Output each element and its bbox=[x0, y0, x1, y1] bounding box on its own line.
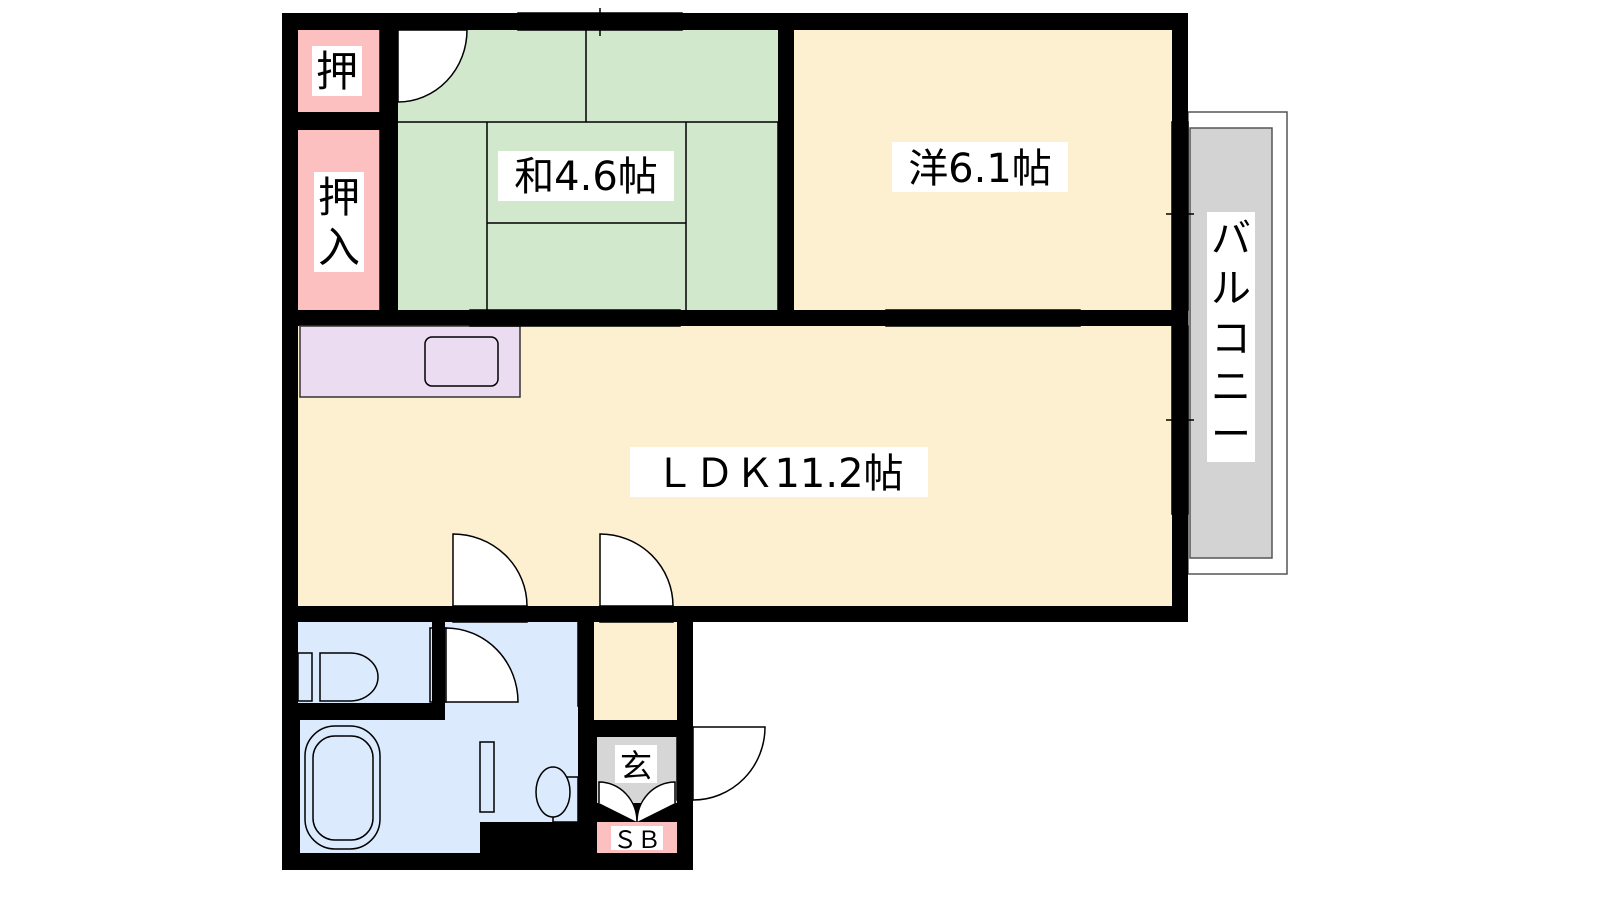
door-swing-icon bbox=[452, 533, 528, 607]
ldk-label: ＬＤＫ11.2帖 bbox=[654, 451, 903, 497]
entrance-label: 玄 bbox=[620, 747, 652, 785]
shoe-cabinet-doors-icon bbox=[598, 781, 676, 823]
bathtub-icon bbox=[304, 725, 381, 850]
svg-text:ニ: ニ bbox=[1211, 364, 1251, 410]
closet-top-label: 押 bbox=[316, 47, 358, 96]
svg-text:バ: バ bbox=[1211, 216, 1251, 262]
sliding-door-japanese-ldk[interactable] bbox=[469, 309, 681, 327]
balcony bbox=[1187, 111, 1288, 575]
bathroom bbox=[300, 720, 480, 853]
closet-side-label-2: 入 bbox=[318, 223, 360, 272]
bath-door bbox=[479, 741, 495, 813]
svg-text:ー: ー bbox=[1211, 412, 1251, 458]
sink-icon bbox=[424, 336, 499, 387]
window-balcony-western[interactable] bbox=[1171, 121, 1189, 311]
door-swing-icon bbox=[445, 627, 519, 703]
kitchen-counter bbox=[299, 325, 521, 398]
door-swing-icon bbox=[397, 29, 468, 103]
closet-side-label-1: 押 bbox=[318, 173, 360, 222]
svg-text:ル: ル bbox=[1211, 266, 1251, 312]
sliding-door-western-ldk[interactable] bbox=[885, 309, 1081, 327]
toilet-icon bbox=[297, 652, 379, 702]
hallway bbox=[594, 622, 677, 720]
washbasin-icon bbox=[535, 766, 579, 823]
toilet-room bbox=[298, 622, 432, 703]
balcony-label: バ ル コ ニ ー bbox=[1211, 216, 1251, 458]
entrance-door[interactable] bbox=[692, 726, 766, 801]
japanese-room-label: 和4.6帖 bbox=[514, 154, 658, 200]
shoe-box-label: ＳＢ bbox=[613, 826, 661, 854]
western-room-label: 洋6.1帖 bbox=[908, 146, 1052, 192]
svg-text:コ: コ bbox=[1211, 316, 1251, 362]
door-swing-icon bbox=[599, 533, 674, 607]
